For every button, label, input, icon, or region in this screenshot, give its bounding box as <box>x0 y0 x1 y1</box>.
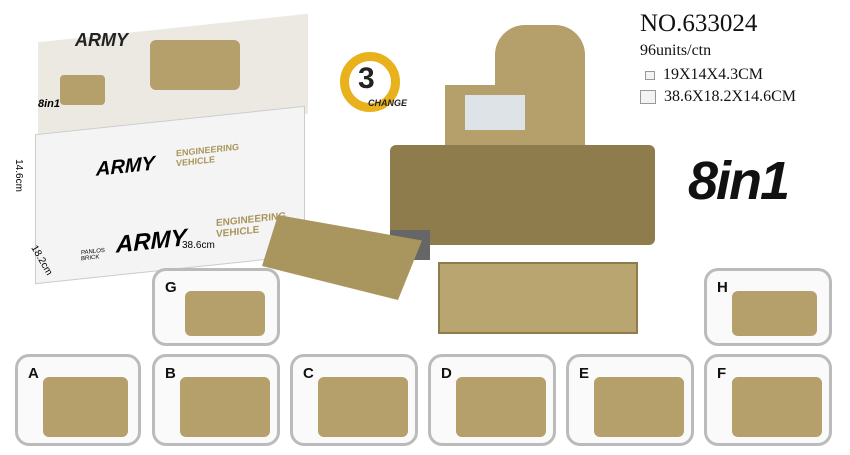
variant-c: C <box>290 354 418 446</box>
box-army-title-front: ARMY <box>116 224 187 259</box>
product-number: NO.633024 <box>640 10 758 37</box>
change-number: 3 <box>358 62 375 95</box>
width-label: 38.6cm <box>182 240 215 251</box>
box-maker: PANLOS BRICK <box>81 247 105 263</box>
carton-icon <box>640 90 656 104</box>
units-per-carton: 96units/ctn <box>640 42 712 59</box>
change-badge: 3 CHANGE <box>338 50 408 120</box>
vehicle-arm <box>495 25 585 85</box>
variant-label: C <box>303 365 314 382</box>
box-size-text: 19X14X4.3CM <box>663 66 764 83</box>
variant-d: D <box>428 354 556 446</box>
carton-size: 38.6X18.2X14.6CM <box>640 88 796 106</box>
display-box-front: ARMY ENGINEERING VEHICLE ARMY ENGINEERIN… <box>35 105 305 285</box>
change-text: CHANGE <box>368 98 408 108</box>
variant-label: A <box>28 365 39 382</box>
variant-f: F <box>704 354 832 446</box>
variant-label: E <box>579 365 590 382</box>
headline-8in1: 8in1 <box>688 151 790 211</box>
box-army-title: ARMY <box>96 152 155 181</box>
display-box-8in1: 8in1 <box>38 98 61 110</box>
variant-g: G <box>152 268 280 346</box>
vehicle-body <box>390 145 655 245</box>
variant-b: B <box>152 354 280 446</box>
height-label: 14.6cm <box>12 159 24 192</box>
display-box-jeep <box>60 75 105 105</box>
variant-label: D <box>441 365 452 382</box>
variant-label: B <box>165 365 176 382</box>
variant-h: H <box>704 268 832 346</box>
display-box: ARMY 8in1 ARMY ENGINEERING VEHICLE ARMY … <box>13 13 320 285</box>
variant-label: F <box>717 365 727 382</box>
main-vehicle-image <box>385 25 660 270</box>
small-box-icon <box>645 70 655 80</box>
bucket-right <box>438 262 638 334</box>
carton-size-text: 38.6X18.2X14.6CM <box>664 88 797 105</box>
vehicle-windshield <box>465 95 525 130</box>
change-arrows-icon <box>340 52 400 112</box>
variant-label: H <box>717 279 728 296</box>
display-box-army-logo: ARMY <box>75 30 128 50</box>
display-box-vehicle <box>150 40 240 90</box>
variant-a: A <box>15 354 141 446</box>
box-subtitle: ENGINEERING VEHICLE <box>176 141 240 169</box>
box-size: 19X14X4.3CM <box>645 66 763 84</box>
variant-e: E <box>566 354 694 446</box>
variant-label: G <box>165 279 177 296</box>
